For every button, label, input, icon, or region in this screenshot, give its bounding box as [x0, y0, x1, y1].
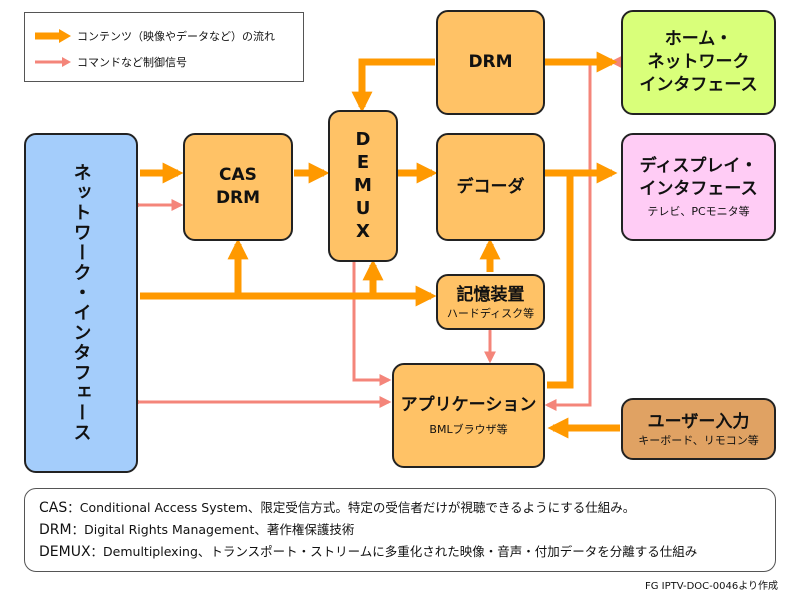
home-network-line1: ホーム・: [664, 29, 733, 49]
display-sub: テレビ、PCモニタ等: [647, 205, 750, 218]
display-line1: ディスプレイ・: [639, 156, 758, 176]
application-box: アプリケーション BMLブラウザ等: [392, 363, 545, 468]
display-line2: インタフェース: [639, 179, 758, 199]
decoder-box: デコーダ: [436, 133, 545, 241]
content-flow-legend-label: コンテンツ（映像やデータなど）の流れ: [77, 30, 275, 43]
user-input-title: ユーザー入力: [647, 411, 750, 432]
storage-title: 記憶装置: [456, 284, 525, 305]
demux-app-command: [352, 262, 392, 386]
note-term: DEMUX: [39, 544, 91, 560]
user-input-sub: キーボード、リモコン等: [638, 433, 759, 447]
network-interface-label: ネットワーク・インタフェース: [70, 163, 92, 443]
source-credit: FG IPTV-DOC-0046より作成: [644, 581, 778, 592]
drm-to-demux-flow: [351, 58, 435, 113]
display-interface-box: ディスプレイ・ インタフェース テレビ、PCモニタ等: [621, 133, 776, 241]
legend: コンテンツ（映像やデータなど）の流れ コマンドなど制御信号: [24, 12, 304, 82]
note-cas: CAS：Conditional Access System、限定受信方式。特定の…: [39, 497, 761, 519]
drm-title: DRM: [468, 52, 513, 72]
application-sub: BMLブラウザ等: [429, 423, 508, 436]
note-term: DRM: [39, 522, 72, 538]
decoder-title: デコーダ: [456, 176, 525, 197]
home-app-command: [544, 56, 622, 411]
storage-box: 記憶装置 ハードディスク等: [436, 274, 545, 330]
drm-label: DRM: [215, 188, 261, 208]
application-title: アプリケーション: [400, 395, 537, 415]
drm-box: DRM: [436, 10, 545, 115]
demux-label: DEMUX: [352, 128, 374, 244]
cas-drm-box: CAS DRM: [183, 133, 293, 241]
home-network-line2: ネットワーク: [647, 52, 750, 72]
content-flow-lines: [140, 51, 620, 439]
note-demux: DEMUX：Demultiplexing、トランスポート・ストリームに多重化され…: [39, 541, 761, 563]
user-input-box: ユーザー入力 キーボード、リモコン等: [621, 398, 776, 460]
note-drm: DRM：Digital Rights Management、著作権保護技術: [39, 519, 761, 541]
network-interface-box: ネットワーク・インタフェース: [24, 133, 138, 473]
cas-label: CAS: [219, 165, 257, 185]
home-network-interface-box: ホーム・ ネットワーク インタフェース: [621, 10, 776, 115]
note-desc: ：Demultiplexing、トランスポート・ストリームに多重化された映像・音…: [90, 544, 698, 559]
command-signal-legend-label: コマンドなど制御信号: [77, 56, 187, 69]
note-desc: ：Digital Rights Management、著作権保護技術: [71, 522, 355, 537]
demux-box: DEMUX: [328, 110, 398, 262]
app-to-display-flow: [547, 173, 574, 389]
note-term: CAS: [39, 500, 68, 516]
glossary-notes: CAS：Conditional Access System、限定受信方式。特定の…: [24, 488, 776, 572]
home-network-line3: インタフェース: [639, 75, 758, 95]
note-desc: ：Conditional Access System、限定受信方式。特定の受信者…: [67, 500, 636, 515]
command-signal-legend-arrow: [33, 53, 73, 71]
storage-sub: ハードディスク等: [446, 306, 535, 320]
content-flow-legend-arrow: [33, 27, 73, 45]
